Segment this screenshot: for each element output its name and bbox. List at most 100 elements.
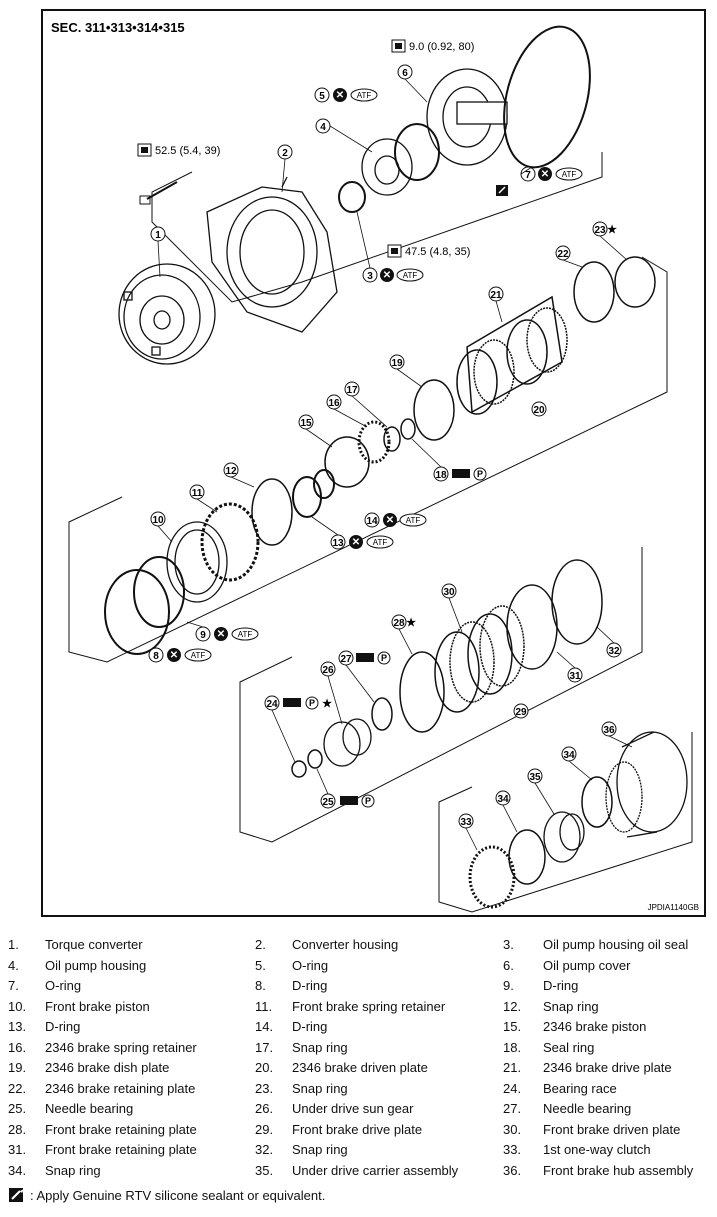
legend-item-name: Oil pump housing [45,957,147,973]
torque-wrench-icon [391,39,406,53]
legend-item-number: 2. [255,937,266,952]
svg-text:36: 36 [603,725,615,736]
callout-33: 33 [458,813,474,829]
svg-text:17: 17 [346,385,358,396]
star-icon: ★ [607,224,617,236]
callout-31: 31 [567,667,583,683]
svg-text:8: 8 [153,651,159,662]
callout-7: 7 [520,166,536,182]
legend-item-number: 9. [503,978,514,993]
front-brake-hub-assembly [605,731,688,838]
svg-text:7: 7 [525,170,531,181]
svg-text:30: 30 [443,587,455,598]
o-ring-5 [394,123,440,181]
d-ring-8 [104,569,170,655]
oil-pump-cover [426,68,508,166]
svg-text:ATF: ATF [191,651,206,660]
legend-item-name: 2346 brake dish plate [45,1060,170,1075]
legend-item-name: Under drive carrier assembly [292,1162,459,1178]
svg-text:9: 9 [200,630,206,641]
svg-text:13: 13 [332,538,344,549]
svg-text:✕: ✕ [352,537,360,548]
callout-1: 1 [150,226,166,242]
legend-item-number: 33. [503,1142,522,1157]
atf-badge: ATF [231,627,259,641]
section-label: SEC. 311•313•314•315 [51,20,185,35]
legend-item-name: Torque converter [45,937,143,952]
callout-3: 3 [362,267,378,283]
legend-item-number: 19. [8,1060,27,1075]
svg-text:1: 1 [155,230,161,241]
legend-item-name: Oil pump cover [543,957,631,973]
legend-item-number: 12. [503,998,522,1014]
atf-badges: ✕ ATF ✕ ATF ✕ ATF ✕ ATF ✕ ATF ✕ ATF ✕ AT… [167,88,583,662]
legend-item-number: 26. [255,1101,274,1116]
legend-item-number: 18. [503,1039,522,1055]
front-brake-piston [166,521,228,603]
legend-item-number: 20. [255,1060,274,1075]
legend-item-name: Needle bearing [45,1101,134,1116]
legend-item-name: Snap ring [45,1162,101,1178]
legend-item-number: 32. [255,1142,274,1157]
svg-text:ATF: ATF [403,271,418,280]
legend-item-name: 2346 brake retaining plate [45,1080,196,1096]
legend-item-name: 2346 brake piston [543,1019,647,1034]
svg-text:20: 20 [533,405,545,416]
svg-text:✕: ✕ [383,270,391,281]
callout-25: 25 [320,793,336,809]
legend-item-number: 36. [503,1162,522,1178]
svg-text:33: 33 [460,817,472,828]
sealant-note: : Apply Genuine RTV silicone sealant or … [8,1187,325,1203]
converter-housing [206,176,338,333]
legend-item-name: Front brake hub assembly [543,1162,694,1178]
callout-32: 32 [606,642,622,658]
legend-item-name: Snap ring [292,1039,348,1055]
callout-18: 18 [433,466,449,482]
legend-item-name: D-ring [292,978,328,993]
leader-lines [157,78,633,851]
torque-spec-3: 47.5 (4.8, 35) [405,246,470,258]
svg-text:26: 26 [322,665,334,676]
d-ring-13 [292,476,322,518]
svg-text:ATF: ATF [373,538,388,547]
legend-item-number: 11. [255,998,273,1014]
callout-27: 27 [338,650,354,666]
svg-text:34: 34 [563,750,575,761]
legend-item-number: 1. [8,937,19,952]
2346-brake-dish-plate [413,379,455,441]
callout-34b: 34 [561,746,577,762]
callout-24: 24 [264,695,280,711]
svg-text:21: 21 [490,290,502,301]
2346-brake-retaining-plate [573,261,615,323]
callout-4: 4 [315,118,331,134]
needle-bearing-27 [371,697,393,731]
svg-text:22: 22 [557,249,569,260]
discard-icon: ✕ [349,535,363,549]
legend-item-name: Front brake drive plate [292,1121,423,1137]
callout-11: 11 [189,484,205,500]
svg-text:P: P [477,469,483,479]
2346-brake-piston [324,436,370,488]
petroleum-jelly-icon: P [452,467,487,481]
legend-item-name: Snap ring [543,998,599,1014]
snap-ring-32 [551,559,603,645]
callout-16: 16 [326,394,342,410]
legend-item-name: 2346 brake spring retainer [45,1039,197,1055]
legend-item-number: 27. [503,1101,522,1116]
torque-spec-1: 9.0 (0.92, 80) [409,41,474,53]
legend-item-number: 30. [503,1121,522,1137]
front-brake-retaining-plate-31 [506,584,558,670]
callout-34a: 34 [495,790,511,806]
callout-22: 22 [555,245,571,261]
legend-item-name: O-ring [292,957,329,973]
atf-badge: ATF [399,513,427,527]
snap-ring-23 [614,256,656,308]
svg-text:25: 25 [322,797,334,808]
svg-text:ATF: ATF [357,91,372,100]
callout-30: 30 [441,583,457,599]
o-ring-7 [503,25,591,169]
callout-8: 8 [148,647,164,663]
callout-14: 14 [364,512,380,528]
snap-ring-34b [581,776,613,828]
sealant-icon [496,185,508,196]
